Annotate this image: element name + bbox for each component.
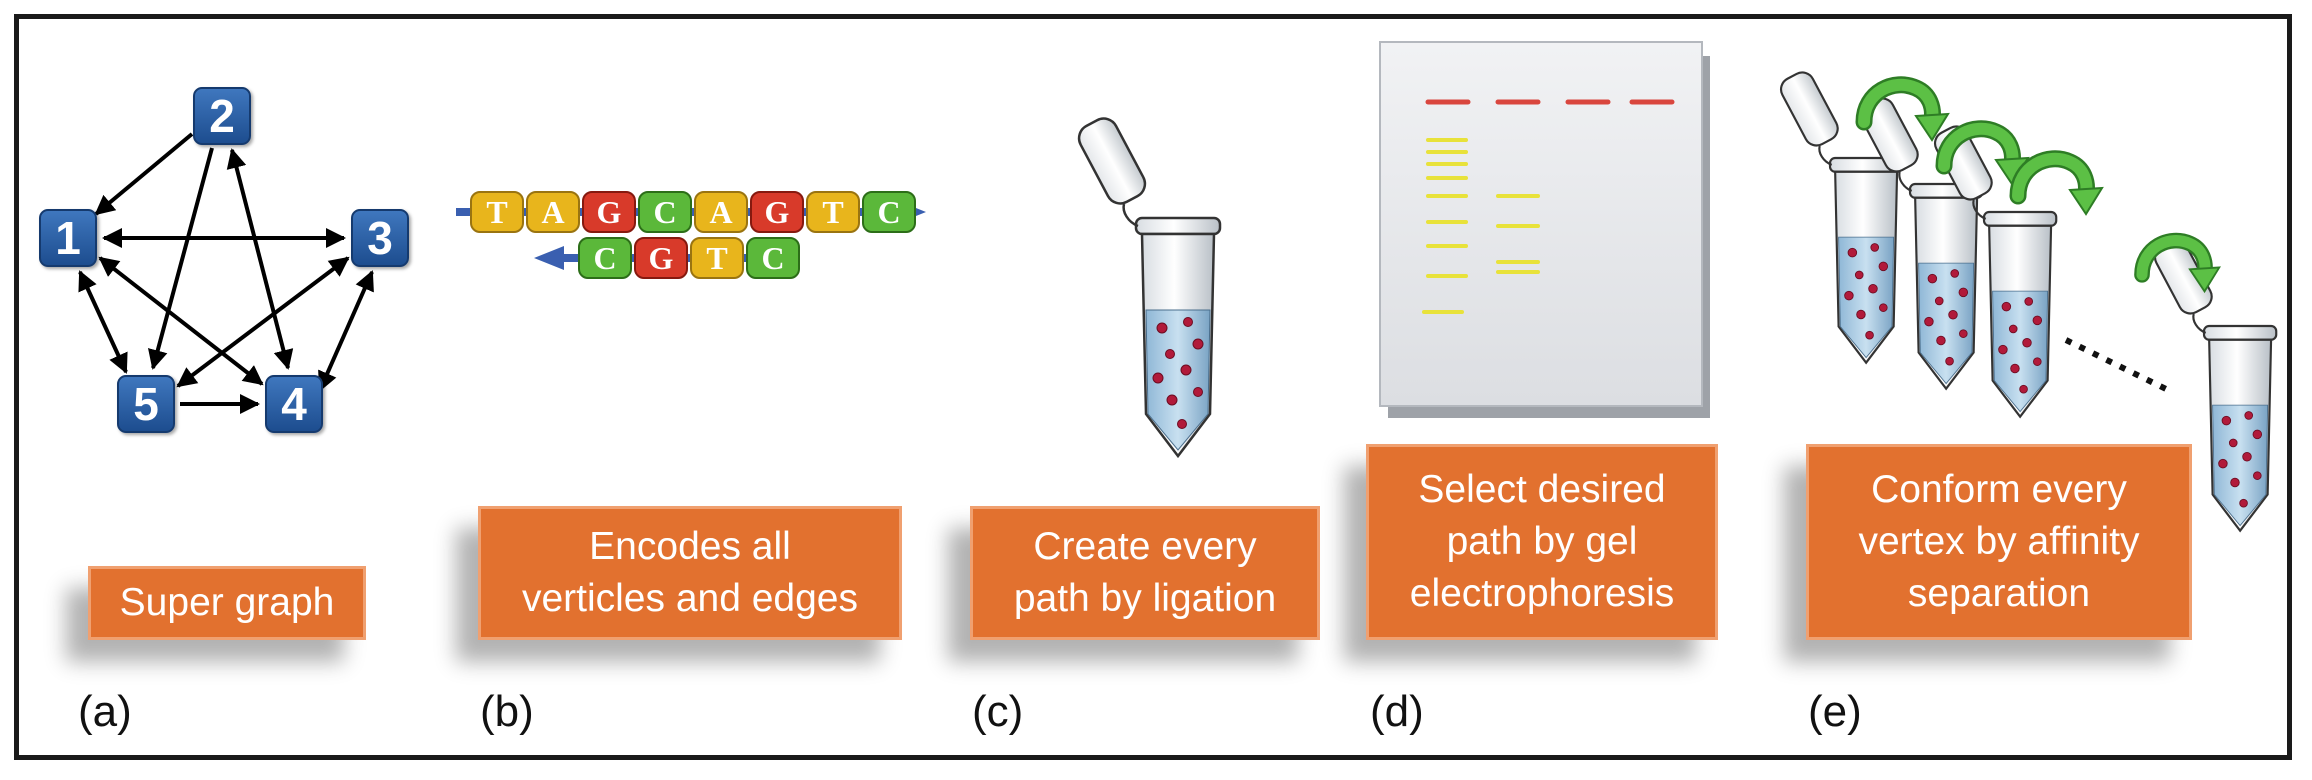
gel-plate [1379, 41, 1710, 418]
panel-label-a: (a) [78, 687, 132, 736]
edge-3-4 [318, 270, 374, 392]
edge-1-5 [78, 270, 128, 374]
panel-label-e: (e) [1808, 687, 1862, 736]
graph-node-2: 2 [193, 87, 251, 145]
panel-label-b: (b) [480, 687, 534, 736]
caption-a-line-1: Super graph [119, 581, 335, 624]
caption-e-line-2: vertex by affinity [1858, 520, 2140, 563]
edge-2-1 [94, 132, 194, 216]
caption-d-line-2: path by gel [1446, 520, 1638, 563]
dna-bead: G [750, 191, 804, 233]
panel-label-d: (d) [1370, 687, 1424, 736]
edge-2-5 [148, 147, 214, 370]
edge-2-4 [226, 148, 294, 370]
caption-box-e: Conform every vertex by affinity separat… [1806, 444, 2192, 640]
gel-marker-lane [1422, 138, 1468, 314]
caption-d-line-1: Select desired [1418, 468, 1666, 511]
caption-e-line-1: Conform every [1871, 468, 2127, 511]
caption-box-c: Create every path by ligation [970, 506, 1320, 640]
dna-bead: T [470, 191, 524, 233]
caption-c-line-1: Create every [1033, 525, 1257, 568]
caption-d-line-3: electrophoresis [1409, 572, 1675, 615]
ellipsis-dots [2064, 337, 2170, 393]
caption-box-b: Encodes all verticles and edges [478, 506, 902, 640]
caption-b-line-1: Encodes all [589, 525, 791, 568]
dna-bead: G [582, 191, 636, 233]
graph-edges [78, 132, 374, 414]
caption-e-line-3: separation [1907, 572, 2091, 615]
dna-bead: C [578, 237, 632, 279]
dna-bead: C [862, 191, 916, 233]
green-arrow-3 [2018, 159, 2102, 214]
graph-node-3: 3 [351, 209, 409, 267]
caption-b-line-2: verticles and edges [521, 577, 859, 620]
dna-bead: C [638, 191, 692, 233]
caption-box-d: Select desired path by gel electrophores… [1366, 444, 1718, 640]
graph-node-4: 4 [265, 375, 323, 433]
dna-bead: G [634, 237, 688, 279]
dna-bead: T [806, 191, 860, 233]
dna-bead: A [526, 191, 580, 233]
panel-label-c: (c) [972, 687, 1024, 736]
dna-bead: A [694, 191, 748, 233]
ligation-tube [1072, 112, 1222, 458]
graph-node-5: 5 [117, 375, 175, 433]
graph-node-1: 1 [39, 209, 97, 267]
gel-sample-lane [1496, 194, 1540, 274]
dna-bead: C [746, 237, 800, 279]
dna-bead: T [690, 237, 744, 279]
caption-box-a: Super graph [88, 566, 366, 640]
caption-c-line-2: path by ligation [1013, 577, 1277, 620]
